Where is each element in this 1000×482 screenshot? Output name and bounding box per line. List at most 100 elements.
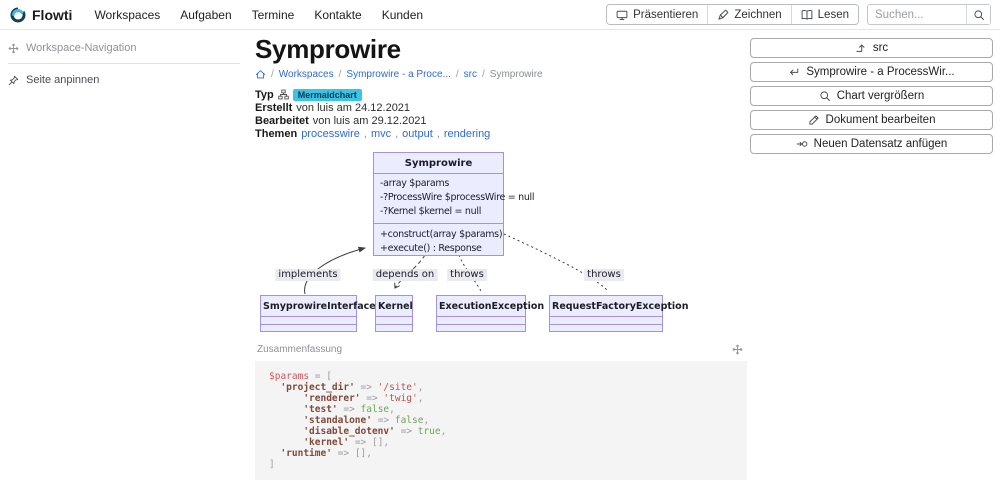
class-empty-section xyxy=(550,323,662,332)
flowti-logo-icon xyxy=(10,7,26,22)
breadcrumb: / Workspaces / Symprowire - a Proce... /… xyxy=(255,68,747,81)
class-empty-section xyxy=(261,323,356,332)
append-record-button[interactable]: Neuen Datensatz anfügen xyxy=(750,134,993,154)
class-empty-section xyxy=(437,315,525,324)
breadcrumb-link-workspaces[interactable]: Workspaces xyxy=(278,69,334,80)
nav-item-workspaces[interactable]: Workspaces xyxy=(94,7,161,22)
drag-handle-icon[interactable] xyxy=(732,344,743,355)
edge-label-throws-2: throws xyxy=(584,268,624,281)
meta-created-row: Erstellt von luis am 24.12.2021 xyxy=(255,101,747,114)
page-title: Symprowire xyxy=(255,34,401,64)
magnifier-icon xyxy=(820,91,830,101)
present-label: Präsentieren xyxy=(633,8,699,21)
class-box-symprowire: Symprowire -array $params -?ProcessWire … xyxy=(373,151,535,256)
nav-item-kontakte[interactable]: Kontakte xyxy=(314,7,362,22)
topic-link-output[interactable]: output xyxy=(402,128,433,141)
home-icon xyxy=(255,70,266,79)
summary-label: Zusammenfassung xyxy=(257,343,343,355)
meta-edited-text: von luis am 29.12.2021 xyxy=(312,114,427,127)
action-label: Neuen Datensatz anfügen xyxy=(813,138,948,150)
action-label: src xyxy=(872,42,889,54)
topic-link-mvc[interactable]: mvc xyxy=(370,128,392,141)
append-record-icon xyxy=(796,141,808,147)
edge-label-throws-1: throws xyxy=(447,268,487,281)
nav-item-aufgaben[interactable]: Aufgaben xyxy=(180,7,232,22)
book-icon xyxy=(801,9,813,20)
top-nav: Flowti Workspaces Aufgaben Termine Konta… xyxy=(0,0,1000,30)
pen-icon xyxy=(718,9,729,20)
search-icon xyxy=(973,9,984,20)
class-box-kernel: Kernel xyxy=(375,294,413,332)
edge-label-implements: implements xyxy=(275,268,341,281)
topic-separator: , xyxy=(363,128,367,141)
type-badge: Mermaidchart xyxy=(292,88,362,101)
class-attribute: -?Kernel $kernel = null xyxy=(380,206,482,218)
read-button[interactable]: Lesen xyxy=(790,5,858,24)
breadcrumb-separator: / xyxy=(271,69,274,80)
class-methods: +construct(array $params) +execute() : R… xyxy=(374,224,503,260)
breadcrumb-separator: / xyxy=(482,69,485,80)
class-name: SmyprowireInterface xyxy=(263,300,376,312)
class-empty-section xyxy=(550,315,662,324)
goto-parent-button[interactable]: Symprowire - a ProcessWir... xyxy=(750,62,993,82)
breadcrumb-link-src[interactable]: src xyxy=(463,69,478,80)
nav-item-kunden[interactable]: Kunden xyxy=(381,7,424,22)
monitor-icon xyxy=(616,10,628,20)
pin-icon xyxy=(8,75,19,85)
edge-label-depends-on: depends on xyxy=(372,268,438,281)
class-empty-section xyxy=(261,315,356,324)
edit-document-button[interactable]: Dokument bearbeiten xyxy=(750,110,993,130)
class-attribute: -?ProcessWire $processWire = null xyxy=(380,192,535,204)
enlarge-chart-button[interactable]: Chart vergrößern xyxy=(750,86,993,106)
class-method: +construct(array $params) xyxy=(380,229,503,241)
draw-button[interactable]: Zeichnen xyxy=(707,5,791,24)
main-content: Symprowire / Workspaces / Symprowire - a… xyxy=(255,34,747,480)
class-name: Kernel xyxy=(378,300,413,312)
class-empty-section xyxy=(437,323,525,332)
sidebar-item-workspace-navigation[interactable]: Workspace-Navigation xyxy=(8,36,240,64)
left-sidebar: Workspace-Navigation Seite anpinnen xyxy=(8,36,240,86)
read-label: Lesen xyxy=(817,8,849,21)
meta-edited-label: Bearbeitet xyxy=(255,114,309,127)
brand[interactable]: Flowti xyxy=(9,6,72,24)
code-block: $params = [ 'project_dir' => '/site', 'r… xyxy=(255,360,747,480)
topic-separator: , xyxy=(436,128,440,141)
search-input[interactable] xyxy=(868,5,966,24)
summary-section: Zusammenfassung $params = [ 'project_dir… xyxy=(255,342,747,480)
class-box-executionexception: ExecutionException xyxy=(436,294,544,332)
present-button[interactable]: Präsentieren xyxy=(607,5,708,24)
nav-item-termine[interactable]: Termine xyxy=(251,7,295,22)
meta-topics-row: Themen processwire, mvc, output, renderi… xyxy=(255,128,747,141)
breadcrumb-separator: / xyxy=(455,69,459,80)
action-label: Chart vergrößern xyxy=(836,90,925,102)
turn-up-icon xyxy=(856,44,865,52)
meta-edited-row: Bearbeitet von luis am 29.12.2021 xyxy=(255,114,747,127)
sidebar-item-label: Seite anpinnen xyxy=(26,74,100,86)
meta-created-text: von luis am 24.12.2021 xyxy=(296,101,411,114)
sidebar-item-pin-page[interactable]: Seite anpinnen xyxy=(8,64,240,86)
breadcrumb-separator: / xyxy=(338,69,342,80)
class-method: +execute() : Response xyxy=(380,243,482,255)
class-name: RequestFactoryException xyxy=(552,300,689,312)
topic-link-rendering[interactable]: rendering xyxy=(443,128,491,141)
brand-label: Flowti xyxy=(32,6,73,23)
class-empty-section xyxy=(376,323,412,332)
return-icon xyxy=(790,68,799,76)
breadcrumb-link-project[interactable]: Symprowire - a Proce... xyxy=(346,69,451,80)
edge-throws-requestfactory xyxy=(503,233,608,291)
class-attributes: -array $params -?ProcessWire $processWir… xyxy=(374,174,535,224)
action-label: Symprowire - a ProcessWir... xyxy=(806,66,955,78)
search-button[interactable] xyxy=(966,5,990,24)
class-diagram: Symprowire -array $params -?ProcessWire … xyxy=(255,148,745,334)
action-panel: src Symprowire - a ProcessWir... Chart v… xyxy=(750,38,993,154)
class-box-smyprowireinterface: SmyprowireInterface xyxy=(260,294,376,332)
main-nav: Workspaces Aufgaben Termine Kontakte Kun… xyxy=(94,8,423,22)
topic-separator: , xyxy=(395,128,399,141)
class-name: Symprowire xyxy=(374,153,503,174)
draw-label: Zeichnen xyxy=(734,8,782,21)
topic-link-processwire[interactable]: processwire xyxy=(301,128,360,141)
sidebar-item-label: Workspace-Navigation xyxy=(26,42,137,54)
meta-topics-label: Themen xyxy=(255,128,298,141)
goto-src-button[interactable]: src xyxy=(750,38,993,58)
breadcrumb-home[interactable] xyxy=(255,69,266,80)
